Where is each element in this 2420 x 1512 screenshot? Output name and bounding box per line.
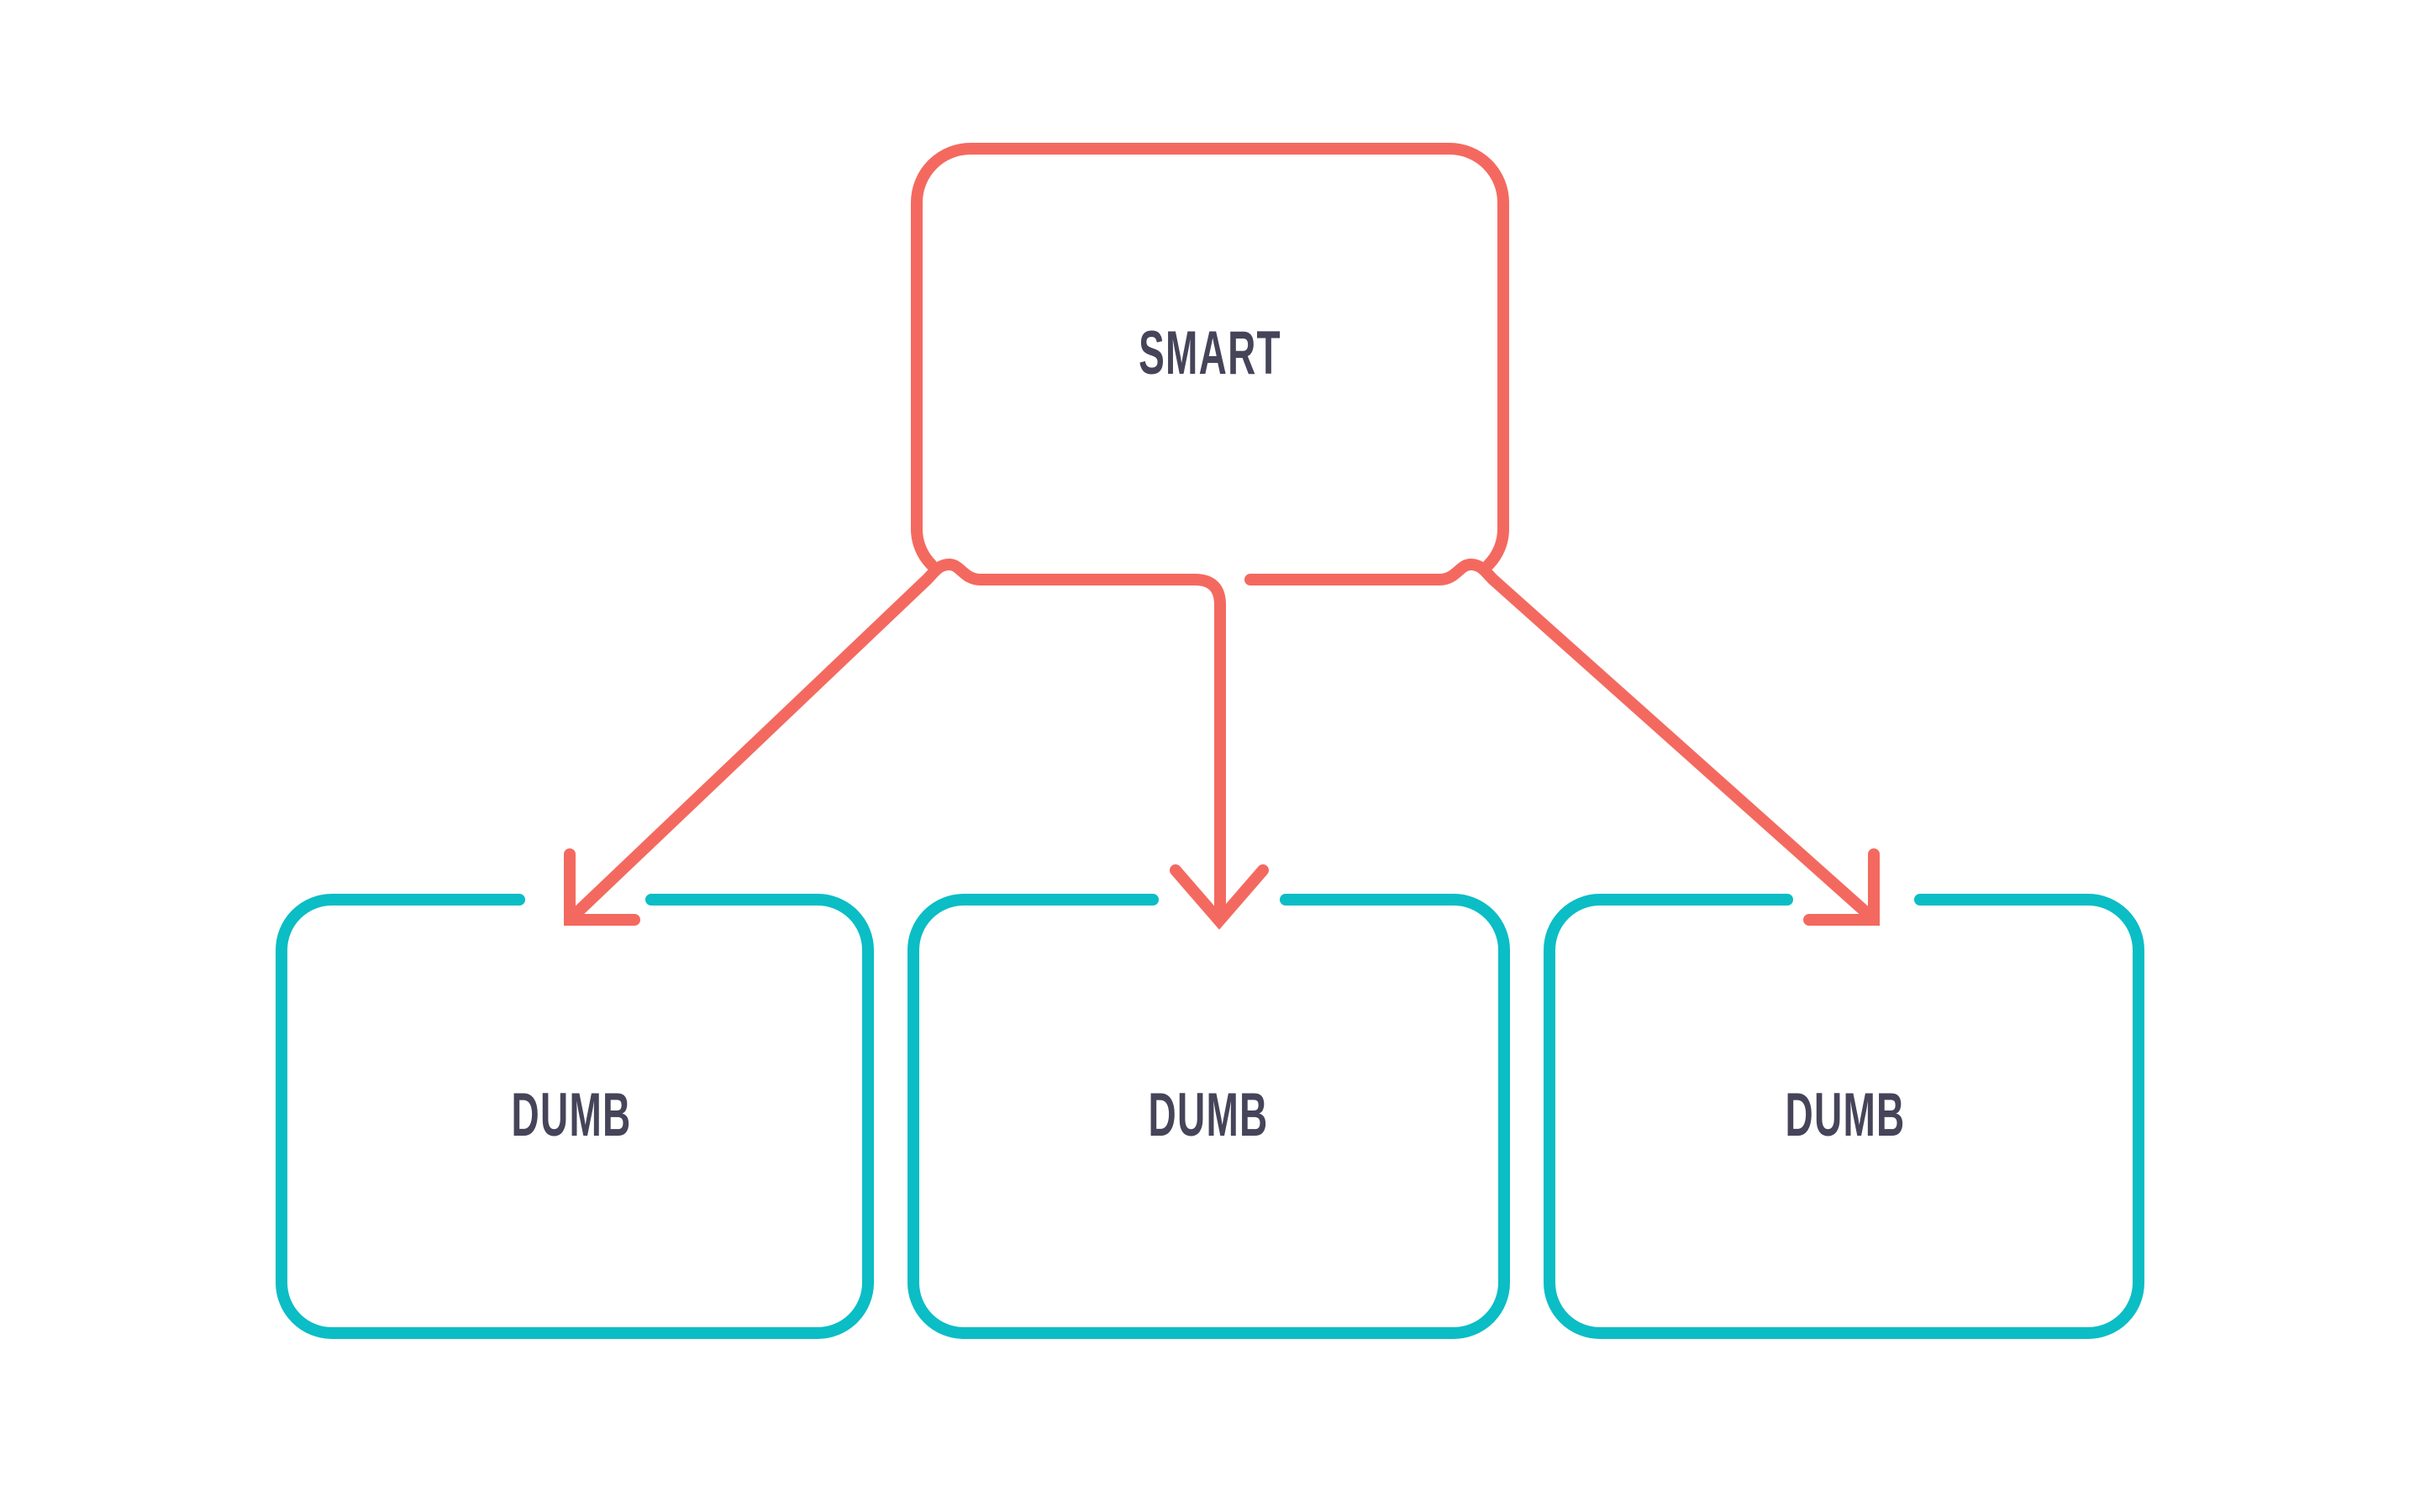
arrowhead-dumb-1 <box>564 848 640 926</box>
dumb-2-box-outline <box>908 894 1510 1339</box>
dumb-3-node-label: DUMB <box>1786 1080 1906 1148</box>
smart-node-label: SMART <box>1139 318 1281 386</box>
dumb-3-box-outline <box>1544 894 2144 1339</box>
dumb-1-node-label: DUMB <box>512 1080 632 1148</box>
smart-box-outline <box>911 143 1509 571</box>
smart-connector-right <box>1244 559 1875 921</box>
smart-connector-left <box>569 559 1226 921</box>
arrowhead-dumb-3 <box>1803 848 1880 926</box>
dumb-1-box-outline <box>276 894 874 1339</box>
dumb-2-node-label: DUMB <box>1149 1080 1269 1148</box>
arrowhead-dumb-2 <box>1170 864 1269 930</box>
